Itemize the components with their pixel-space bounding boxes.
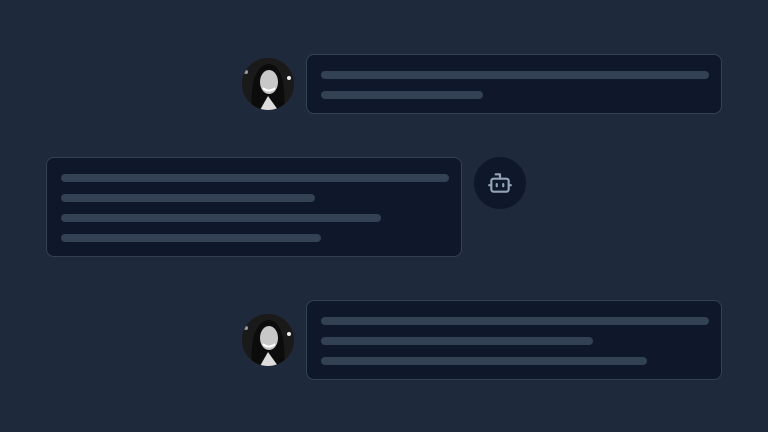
skeleton-line [321, 317, 709, 325]
skeleton-line [321, 337, 593, 345]
skeleton-line [321, 71, 709, 79]
message-bubble-user [306, 300, 722, 380]
skeleton-line [61, 194, 315, 202]
skeleton-line [61, 214, 381, 222]
bot-icon [488, 173, 512, 193]
skeleton-line [321, 357, 647, 365]
user-photo-icon [242, 314, 294, 366]
message-bubble-user [306, 54, 722, 114]
user-photo-icon [242, 58, 294, 110]
skeleton-line [321, 91, 483, 99]
assistant-avatar [474, 157, 526, 209]
user-avatar [242, 314, 294, 366]
message-bubble-assistant [46, 157, 462, 257]
skeleton-line [61, 174, 449, 182]
skeleton-line [61, 234, 321, 242]
user-avatar [242, 58, 294, 110]
